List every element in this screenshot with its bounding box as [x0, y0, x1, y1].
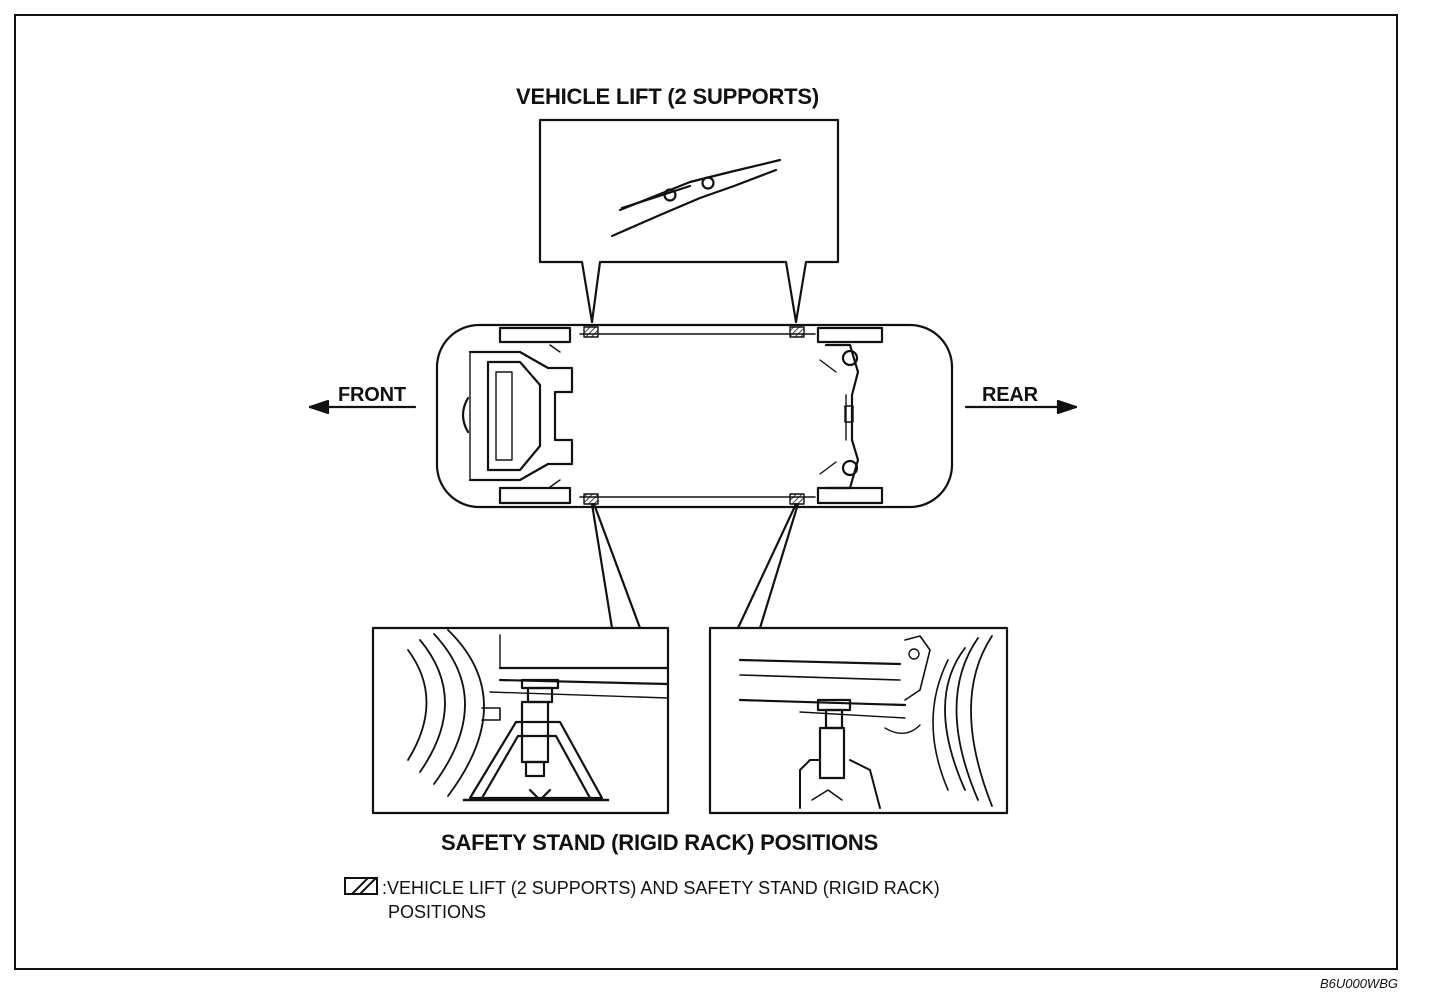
rear-label: REAR — [982, 384, 1038, 406]
vehicle-outline — [435, 323, 954, 509]
front-arrow — [308, 399, 417, 415]
safety-stand-title: SAFETY STAND (RIGID RACK) POSITIONS — [441, 830, 879, 855]
legend-line-2: POSITIONS — [388, 902, 487, 922]
safety-stand-leader-lines — [590, 502, 800, 630]
vehicle-lift-callout — [538, 118, 840, 324]
rear-safety-stand-detail — [708, 626, 1009, 815]
rear-arrow — [964, 399, 1078, 415]
front-label: FRONT — [338, 384, 406, 406]
figure-frame — [14, 14, 1398, 970]
legend-text: :VEHICLE LIFT (2 SUPPORTS) AND SAFETY ST… — [382, 876, 940, 924]
lift-point-markers — [583, 326, 805, 505]
figure-code: B6U000WBG — [1319, 976, 1398, 991]
front-safety-stand-detail — [371, 626, 670, 815]
vehicle-lift-title: VEHICLE LIFT (2 SUPPORTS) — [516, 84, 820, 109]
legend-hatch-swatch — [344, 877, 378, 895]
legend-line-1: :VEHICLE LIFT (2 SUPPORTS) AND SAFETY ST… — [382, 878, 940, 898]
